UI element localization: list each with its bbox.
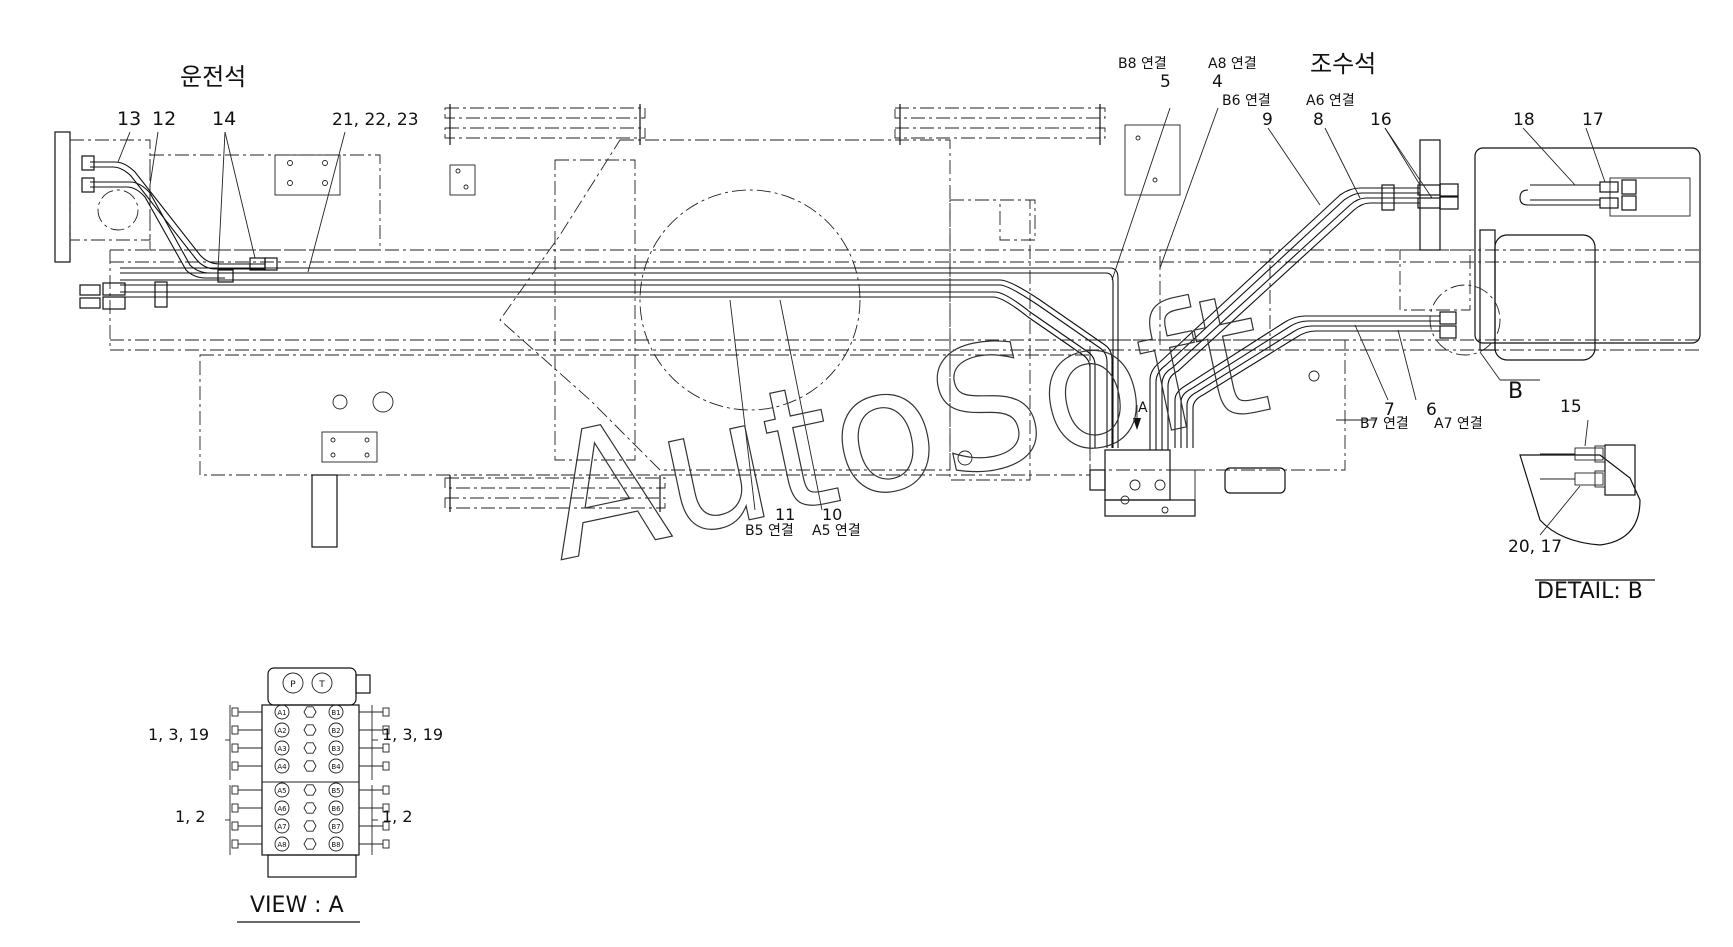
label-b: B bbox=[1508, 379, 1523, 404]
view-port-left bbox=[274, 782, 290, 798]
label-17: 17 bbox=[1582, 110, 1604, 130]
label-15: 15 bbox=[1560, 397, 1582, 417]
view-port-right-label: B6 bbox=[331, 805, 341, 813]
view-port-left-label: A5 bbox=[277, 787, 286, 795]
view-port-left bbox=[274, 818, 290, 834]
view-port-left-label: A1 bbox=[277, 709, 286, 717]
view-port-right-label: B8 bbox=[331, 841, 340, 849]
label-4: 4 bbox=[1212, 72, 1223, 92]
control-valve bbox=[1089, 405, 1196, 517]
label-14: 14 bbox=[212, 108, 236, 130]
label-13: 13 bbox=[117, 108, 141, 130]
view-port-left-label: A6 bbox=[277, 805, 287, 813]
cabin-right-title: 조수석 bbox=[1310, 50, 1376, 78]
detail-b-title: DETAIL: B bbox=[1537, 579, 1643, 604]
label-11: 11 bbox=[775, 505, 795, 524]
view-a-title: VIEW : A bbox=[250, 893, 344, 918]
labels: 운전석 조수석 13 12 14 21, 22, 23 B8 연결 5 A8 연… bbox=[117, 50, 1643, 918]
label-a7: A7 연결 bbox=[1434, 416, 1483, 432]
view-label-left-1: 1, 3, 19 bbox=[148, 725, 209, 744]
view-port-left-label: A7 bbox=[277, 823, 286, 831]
detail-b-callout bbox=[1429, 284, 1501, 356]
label-b7: B7 연결 bbox=[1360, 416, 1409, 432]
label-16: 16 bbox=[1370, 110, 1392, 130]
view-port-right-label: B2 bbox=[331, 727, 340, 735]
view-port-left bbox=[274, 836, 290, 852]
label-20-17: 20, 17 bbox=[1508, 537, 1562, 557]
leader-lines bbox=[117, 107, 1606, 511]
label-21-22-23: 21, 22, 23 bbox=[332, 110, 419, 130]
label-12: 12 bbox=[152, 108, 176, 130]
label-a8: A8 연결 bbox=[1208, 56, 1257, 72]
label-b5: B5 연결 bbox=[745, 523, 794, 539]
view-port-right bbox=[328, 800, 344, 816]
view-port-right bbox=[328, 836, 344, 852]
watermark: AutoSoft bbox=[527, 255, 1282, 600]
label-6: 6 bbox=[1426, 400, 1437, 420]
view-port-right-label: B5 bbox=[331, 787, 340, 795]
view-port-left-label: A3 bbox=[277, 745, 286, 753]
label-10: 10 bbox=[822, 505, 842, 524]
hydraulic-pipes bbox=[90, 161, 1600, 450]
view-port-right bbox=[328, 704, 344, 720]
view-port-left bbox=[274, 758, 290, 774]
view-port-left bbox=[274, 722, 290, 738]
label-a: A bbox=[1138, 400, 1148, 416]
view-port-left-label: A4 bbox=[277, 763, 287, 771]
view-port-right-label: B1 bbox=[331, 709, 340, 717]
view-port-right-label: B3 bbox=[331, 745, 340, 753]
label-9: 9 bbox=[1262, 110, 1273, 130]
view-port-right bbox=[328, 818, 344, 834]
view-port-top-label: T bbox=[318, 680, 325, 690]
view-port-left bbox=[274, 704, 290, 720]
label-7: 7 bbox=[1384, 400, 1395, 420]
label-a5: A5 연결 bbox=[812, 523, 861, 539]
chassis-frame bbox=[54, 104, 1701, 548]
view-port-right bbox=[328, 740, 344, 756]
view-port-right bbox=[328, 758, 344, 774]
label-b6: B6 연결 bbox=[1222, 93, 1271, 109]
detail-b-view bbox=[1519, 419, 1655, 581]
view-port-right-label: B4 bbox=[331, 763, 341, 771]
view-port-left-label: A8 bbox=[277, 841, 286, 849]
view-label-right-2: 1, 2 bbox=[382, 807, 413, 826]
view-port-left-label: A2 bbox=[277, 727, 286, 735]
view-port-left bbox=[274, 800, 290, 816]
label-8: 8 bbox=[1313, 110, 1324, 130]
view-label-right-1: 1, 3, 19 bbox=[382, 725, 443, 744]
cabin-left-title: 운전석 bbox=[180, 63, 246, 91]
pipe-fittings bbox=[79, 155, 1637, 339]
view-port-right bbox=[328, 782, 344, 798]
label-b8: B8 연결 bbox=[1118, 56, 1167, 72]
view-label-left-2: 1, 2 bbox=[175, 807, 206, 826]
label-5: 5 bbox=[1160, 72, 1171, 92]
label-18: 18 bbox=[1513, 110, 1535, 130]
view-port-left bbox=[274, 740, 290, 756]
view-port-right-label: B7 bbox=[331, 823, 340, 831]
view-port-right bbox=[328, 722, 344, 738]
view-port-top-label: P bbox=[290, 680, 296, 690]
label-a6: A6 연결 bbox=[1306, 93, 1355, 109]
